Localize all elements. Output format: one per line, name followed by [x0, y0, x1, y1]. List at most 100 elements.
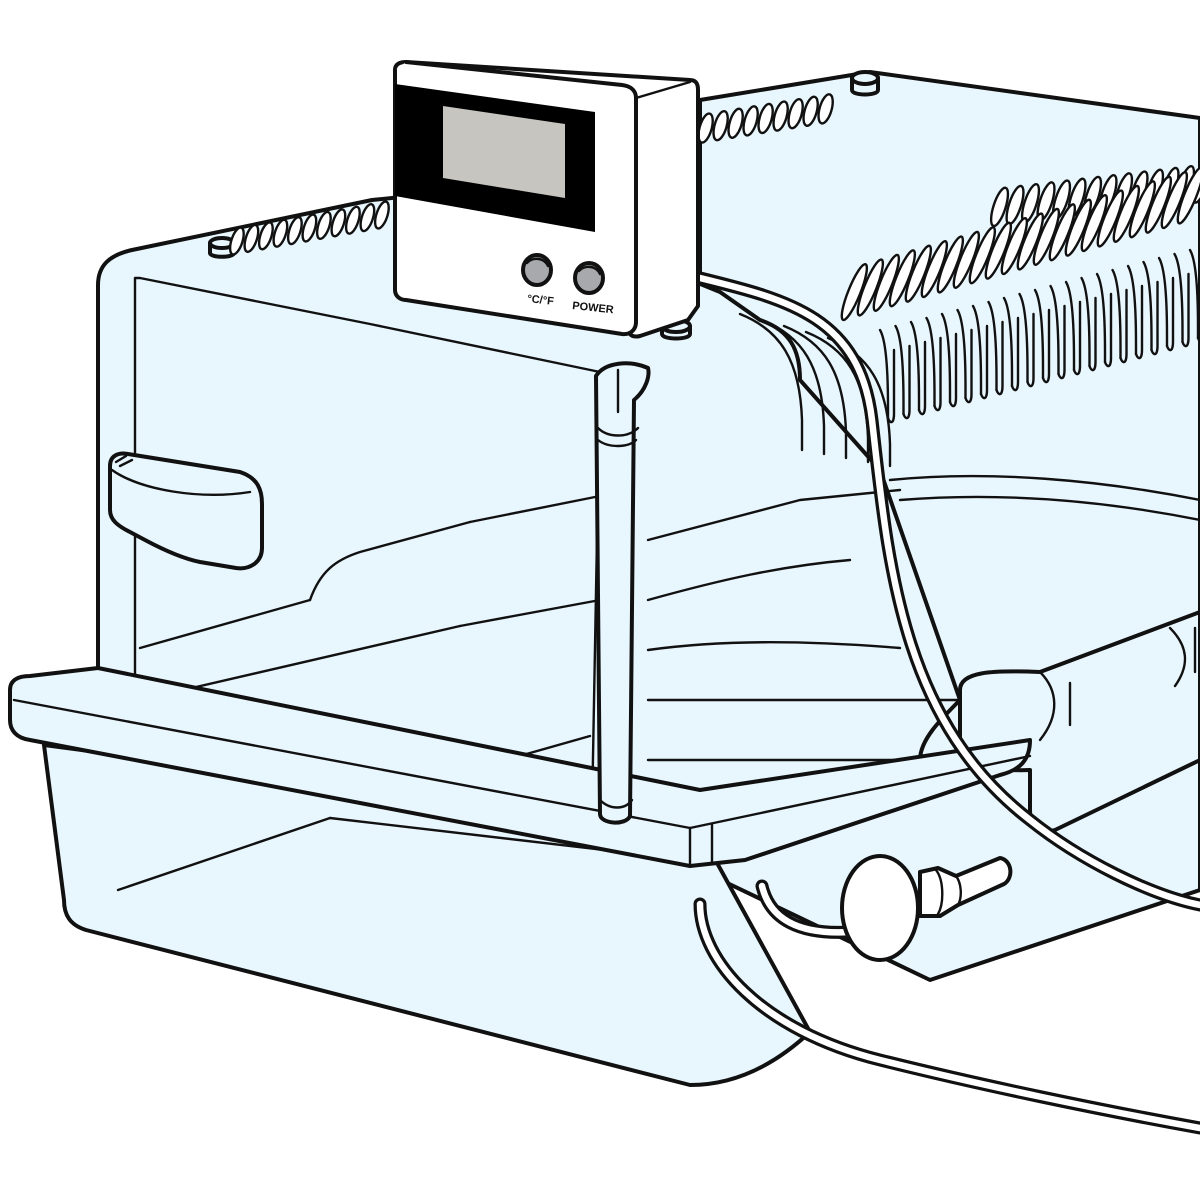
vent-slot — [344, 205, 361, 235]
side-rib — [940, 312, 952, 404]
side-rib — [1026, 312, 1035, 388]
vent-slot — [817, 93, 834, 125]
side-rib — [1002, 296, 1014, 388]
rear-side-ribs — [878, 248, 1200, 424]
vent-slot — [330, 208, 347, 238]
side-rib — [1126, 264, 1138, 356]
side-rib — [1088, 296, 1097, 372]
vent-slot — [727, 107, 744, 139]
vent-slot — [787, 97, 804, 130]
corner-post — [594, 361, 651, 825]
vent-slot — [742, 105, 759, 137]
vent-slot — [1128, 180, 1157, 239]
side-rib — [1010, 316, 1020, 392]
vent-slot — [989, 186, 1010, 228]
side-rib — [925, 316, 936, 408]
unit-toggle-label: °C/°F — [527, 293, 555, 308]
vent-slot — [1080, 193, 1109, 253]
side-rib — [1150, 280, 1159, 356]
vent-slot — [359, 202, 376, 233]
vent-slot — [286, 215, 303, 246]
vent-slot — [301, 213, 318, 243]
vent-slot — [872, 253, 901, 312]
digital-thermometer-unit: °C/°F POWER — [393, 60, 700, 339]
vent-slot — [1016, 212, 1045, 271]
side-rib — [964, 328, 973, 404]
vent-slot — [802, 95, 819, 127]
side-rib — [909, 320, 921, 412]
side-rib — [1173, 252, 1184, 344]
side-rib — [902, 344, 911, 420]
vent-slot — [856, 258, 885, 317]
lcd-screen — [443, 106, 565, 198]
side-rib — [1119, 288, 1128, 364]
front-rib — [760, 318, 826, 456]
side-rib — [894, 324, 905, 416]
side-rib — [1188, 248, 1200, 340]
vent-slot — [1032, 207, 1061, 266]
side-rib — [1080, 276, 1091, 368]
vent-slot — [373, 200, 390, 230]
side-rib — [1049, 284, 1060, 376]
side-rib — [917, 340, 927, 416]
side-rib — [1134, 284, 1144, 360]
vent-slot — [1064, 198, 1093, 257]
side-handle — [108, 451, 264, 571]
side-rib — [1057, 304, 1066, 380]
vent-slot — [272, 218, 289, 248]
vent-slot — [243, 223, 260, 254]
vent-slot — [840, 262, 869, 322]
side-rib — [948, 332, 958, 408]
vent-slot — [712, 109, 729, 142]
vent-slot — [936, 235, 965, 294]
vent-slot — [1160, 170, 1189, 230]
vent-slot — [228, 226, 245, 256]
side-rib — [971, 304, 983, 396]
vent-slot — [968, 226, 997, 285]
vent-slot — [1144, 175, 1173, 234]
side-valve-knob — [840, 854, 1013, 962]
rear-top-vents — [697, 93, 1200, 322]
unit-toggle-button[interactable] — [521, 253, 553, 287]
vent-slot — [1096, 189, 1125, 248]
side-rib — [1103, 292, 1113, 368]
vent-slot — [920, 239, 949, 299]
vent-slot — [257, 221, 274, 251]
side-rib — [1064, 280, 1076, 372]
front-rib — [782, 324, 848, 460]
vent-slot — [1176, 166, 1200, 225]
side-rib — [956, 308, 967, 400]
side-rib — [1165, 276, 1175, 352]
vent-slot — [904, 244, 933, 303]
vent-slot — [1112, 184, 1141, 243]
side-rib — [1157, 256, 1169, 348]
cables — [693, 271, 1200, 1135]
front-top-vents — [228, 200, 390, 256]
vent-slot — [984, 221, 1013, 280]
side-rib — [1196, 336, 1200, 343]
side-rib — [933, 336, 942, 412]
front-rib — [738, 312, 804, 452]
side-rib — [987, 300, 998, 392]
side-rib — [1181, 272, 1190, 348]
side-rib — [878, 328, 890, 420]
side-rib — [1018, 292, 1029, 384]
vent-slot — [1000, 216, 1029, 276]
side-rib — [1095, 272, 1107, 364]
vent-slot — [315, 210, 332, 241]
power-button[interactable] — [573, 261, 605, 295]
side-rib — [1142, 260, 1153, 352]
side-rib — [995, 320, 1004, 396]
vent-slot — [772, 100, 789, 132]
side-rib — [1111, 268, 1122, 360]
power-label: POWER — [572, 300, 615, 316]
vent-slot — [757, 102, 774, 135]
vent-slot — [1048, 203, 1077, 262]
side-rib — [979, 324, 989, 400]
side-rib — [1041, 308, 1051, 384]
side-rib — [1072, 300, 1082, 376]
vent-slot — [888, 249, 917, 308]
tray-rim — [8, 666, 1032, 868]
vent-slot — [952, 230, 981, 289]
